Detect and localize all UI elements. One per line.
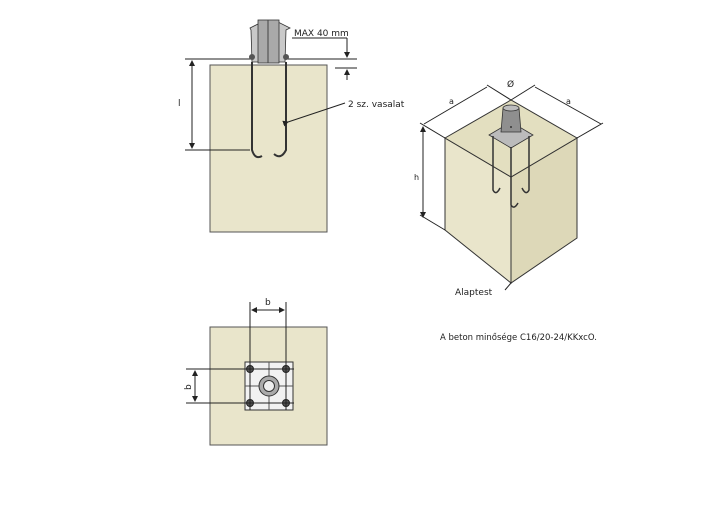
side-a-right-label: a [566,97,571,106]
plan-view: b b [184,298,328,446]
concrete-block-front [209,64,328,233]
front-section-view: MAX 40 mm l 2 sz. vasalat [178,19,405,233]
height-label: h [414,173,419,182]
rebar-icon [251,62,287,159]
isometric-view: a a Ø h Alaptest [414,79,604,298]
diameter-label: Ø [507,79,514,90]
side-a-right-dimension [534,86,602,125]
spacing-left-label: b [184,384,194,390]
concrete-quality-note: A beton minősége C16/20-24/KKxcO. [440,332,597,343]
post-base-icon [488,104,534,208]
max-40mm-label: MAX 40 mm [294,29,349,39]
side-a-left-label: a [449,97,454,106]
spacing-top-label: b [265,298,271,308]
side-a-left-dimension [423,86,488,125]
rebar-label: 2 sz. vasalat [348,100,405,110]
base-label: Alaptest [455,288,493,298]
depth-label: l [178,99,181,109]
post-icon [249,19,291,64]
